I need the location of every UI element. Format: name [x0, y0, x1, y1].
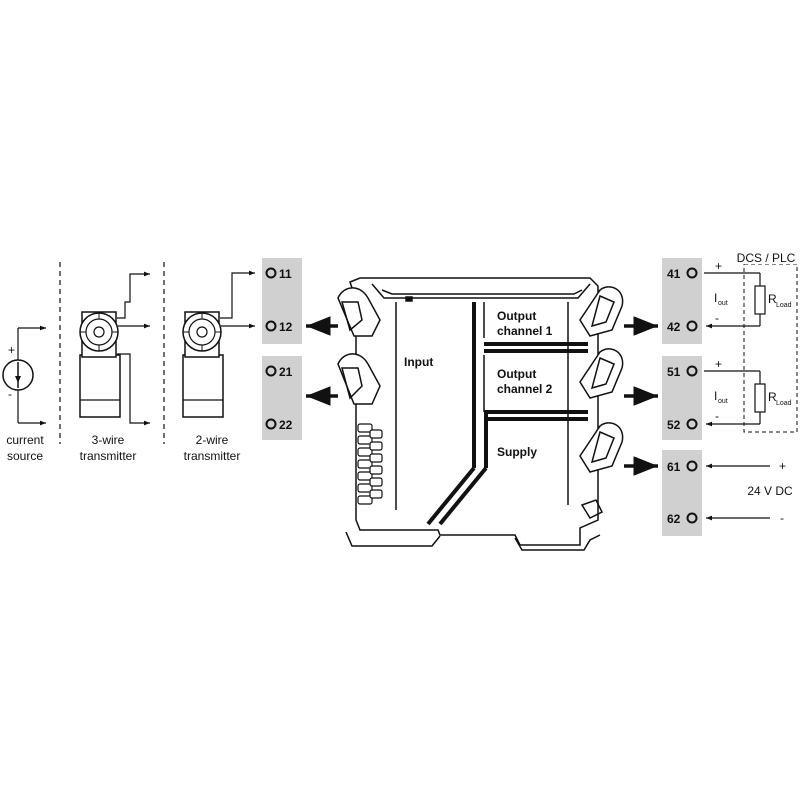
current-source: + - current source — [2, 325, 46, 463]
terminal-61-label: 61 — [667, 460, 681, 474]
loop2-iout-sub: out — [718, 398, 728, 405]
dcs-plc-box — [743, 263, 798, 433]
two-wire-label-1: 2-wire — [196, 433, 229, 447]
module-output1-label-2: channel 1 — [497, 324, 553, 338]
module-supply-label: Supply — [497, 445, 537, 459]
terminal-22-screw — [265, 418, 277, 430]
module-input-label: Input — [404, 355, 433, 369]
two-wire-label-2: transmitter — [184, 449, 241, 463]
terminal-61-screw — [686, 460, 698, 472]
supply-voltage-label: 24 V DC — [747, 484, 793, 498]
current-source-label-1: current — [6, 433, 44, 447]
module-output2-label-1: Output — [497, 367, 536, 381]
terminal-62-screw — [686, 512, 698, 524]
supply-minus: - — [780, 511, 784, 525]
load-resistor-1 — [754, 285, 766, 315]
output-terminal-block-2: 51 52 — [662, 356, 702, 440]
terminal-21-label: 21 — [279, 365, 293, 379]
terminal-41-screw — [686, 267, 698, 279]
terminal-52-screw — [686, 418, 698, 430]
loop2-minus: - — [715, 409, 719, 423]
module-output2-label-2: channel 2 — [497, 382, 553, 396]
dcs-plc-load: DCS / PLC + - I out R Load + - I out R L… — [704, 251, 800, 433]
terminal-41-label: 41 — [667, 267, 681, 281]
loop2-plus: + — [715, 357, 722, 371]
terminal-12-screw — [265, 320, 277, 332]
terminal-11-label: 11 — [279, 267, 292, 281]
module-internal-bars — [426, 302, 588, 526]
terminal-12-label: 12 — [279, 320, 293, 334]
loop2-rload-sub: Load — [776, 400, 792, 407]
supply-terminal-block: 61 62 — [662, 450, 702, 536]
terminal-51-screw — [686, 365, 698, 377]
terminal-42-label: 42 — [667, 320, 681, 334]
loop1-rload-symbol: R — [768, 292, 777, 306]
input-terminal-block-2: 21 22 — [262, 356, 302, 440]
module-vent-slots — [357, 423, 383, 505]
loop2-iout-symbol: I — [714, 389, 717, 403]
power-supply: + - 24 V DC — [706, 459, 793, 525]
loop1-rload-sub: Load — [776, 302, 792, 309]
input-terminal-block-1: 11 12 — [262, 258, 302, 344]
loop1-iout-sub: out — [718, 300, 728, 307]
three-wire-label-2: transmitter — [80, 449, 137, 463]
module-output1-label-1: Output — [497, 309, 536, 323]
terminal-51-label: 51 — [667, 365, 681, 379]
dcs-plc-title: DCS / PLC — [737, 251, 796, 265]
terminal-42-screw — [686, 320, 698, 332]
output-terminal-block-1: 41 42 — [662, 258, 702, 344]
current-source-minus: - — [8, 387, 12, 401]
terminal-52-label: 52 — [667, 418, 681, 432]
loop1-minus: - — [715, 311, 719, 325]
load-resistor-2 — [754, 383, 766, 413]
terminal-22-label: 22 — [279, 418, 293, 432]
terminal-11-screw — [265, 267, 277, 279]
loop1-plus: + — [715, 259, 722, 273]
three-wire-transmitter: 3-wire transmitter — [79, 271, 150, 463]
terminal-62-label: 62 — [667, 512, 681, 526]
current-source-label-2: source — [7, 449, 43, 463]
current-source-plus: + — [8, 343, 15, 357]
loop2-rload-symbol: R — [768, 390, 777, 404]
terminal-21-screw — [265, 365, 277, 377]
loop1-iout-symbol: I — [714, 291, 717, 305]
supply-plus: + — [779, 459, 786, 473]
three-wire-label-1: 3-wire — [92, 433, 125, 447]
two-wire-transmitter: 2-wire transmitter — [182, 270, 255, 463]
